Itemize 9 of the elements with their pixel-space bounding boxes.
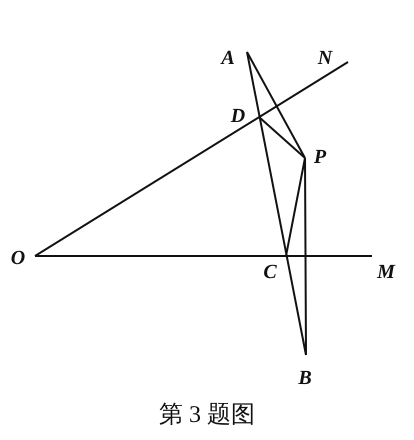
point-label: N — [318, 48, 332, 68]
figure-caption: 第 3 题图 — [158, 401, 256, 430]
point-label: P — [314, 147, 326, 167]
point-label: C — [263, 262, 277, 282]
point-label: D — [230, 106, 246, 126]
point-label: B — [298, 368, 312, 388]
point-label: A — [221, 48, 235, 68]
point-label: M — [377, 262, 395, 282]
point-label: O — [10, 248, 26, 268]
